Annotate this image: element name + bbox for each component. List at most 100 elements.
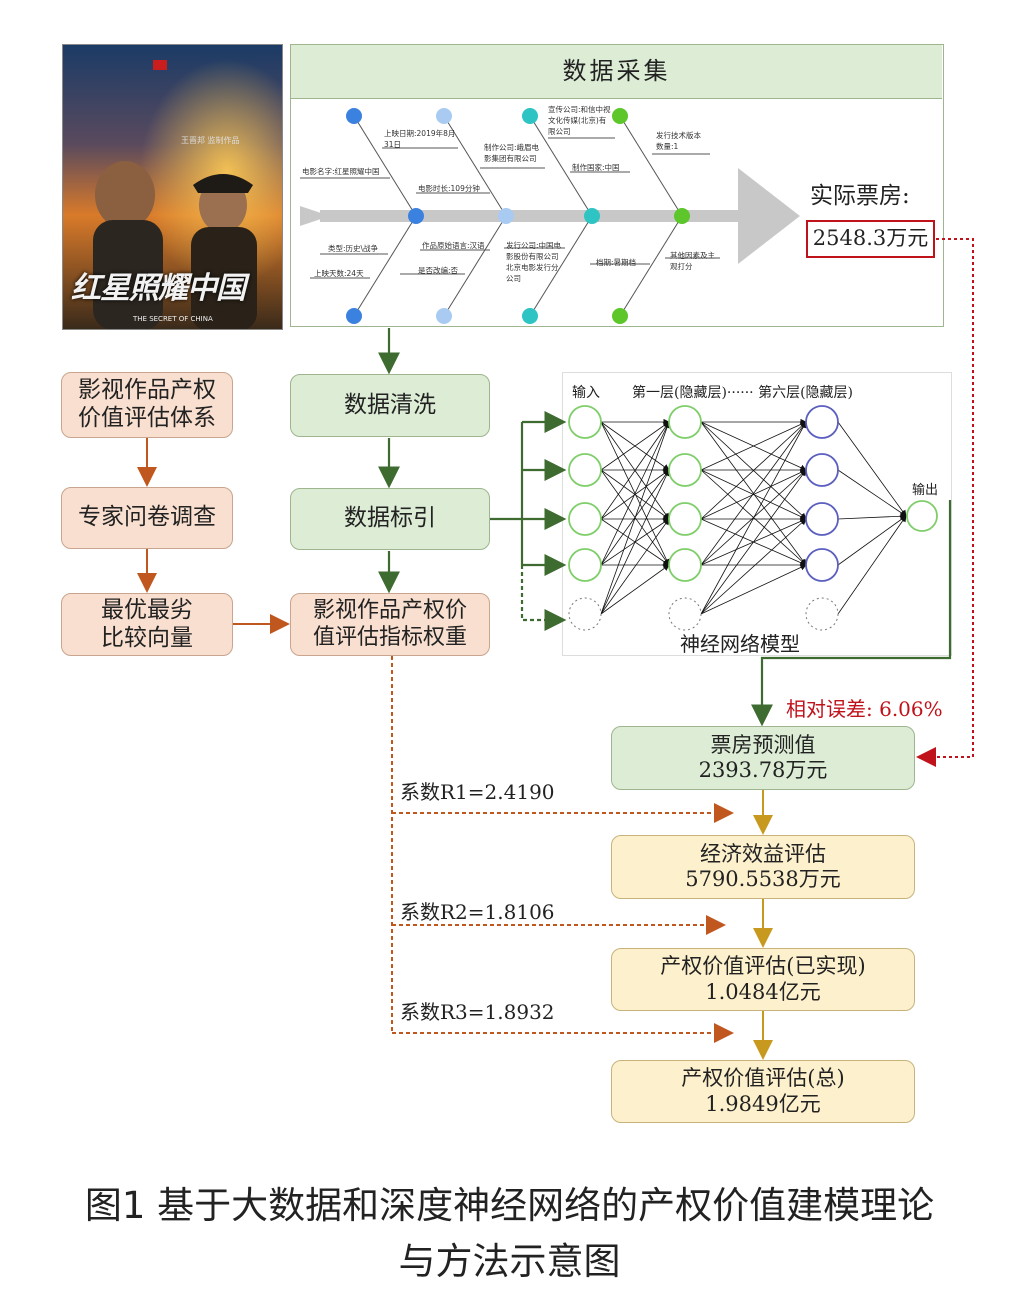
actual-box-office-value: 2548.3万元 <box>806 220 935 258</box>
node-green-mid <box>674 208 690 224</box>
figure-caption-line1: 图1 基于大数据和深度神经网络的产权价值建模理论 <box>84 1184 935 1227</box>
data-indexing-box: 数据标引 <box>290 488 490 550</box>
poster-title: 红星照耀中国 <box>71 271 246 306</box>
nn-edge <box>700 421 807 520</box>
node-lightblue-top <box>436 108 452 124</box>
nn-output-label: 输出 <box>912 483 939 498</box>
nn-edge <box>600 564 670 615</box>
nn-edge-output <box>837 513 907 520</box>
node-blue-top <box>346 108 362 124</box>
node-lightblue-bottom <box>436 308 452 324</box>
node-teal-top <box>522 108 538 124</box>
nn-node <box>805 405 839 439</box>
orange-arrows <box>137 438 734 1043</box>
nn-edge <box>700 469 807 615</box>
node-blue-bottom <box>346 308 362 324</box>
spine <box>320 210 740 222</box>
total-value-box: 产权价值评估(总) 1.9849亿元 <box>611 1060 915 1123</box>
nn-node <box>568 548 602 582</box>
data-cleaning-box: 数据清洗 <box>290 374 490 437</box>
figure-caption-line2: 与方法示意图 <box>398 1240 621 1283</box>
fishbone-label-13: 其他因素及主观打分 <box>670 251 715 271</box>
nn-edge-output <box>837 515 907 566</box>
nn-node <box>805 453 839 487</box>
nn-edge <box>700 421 807 566</box>
coefficient-r1: 系数R1=2.4190 <box>400 780 555 804</box>
nn-hidden-label: 第一层(隐藏层)······ 第六层(隐藏层) <box>632 385 853 401</box>
forecast-box: 票房预测值 2393.78万元 <box>611 726 915 790</box>
fishbone-label-2: 电影时长:109分钟 <box>418 184 480 193</box>
bones <box>300 115 720 317</box>
relative-error-label: 相对误差: 6.06% <box>786 697 943 721</box>
economic-evaluation-box: 经济效益评估 5790.5538万元 <box>611 835 915 899</box>
node-blue-mid <box>408 208 424 224</box>
nn-edge <box>600 518 670 615</box>
nn-node <box>668 453 702 487</box>
spine-tail <box>300 206 330 226</box>
nn-edge <box>700 421 807 615</box>
fishbone-label-6: 发行技术版本数量:1 <box>656 131 701 151</box>
node-teal-mid <box>584 208 600 224</box>
fishbone-label-9: 作品原始语言:汉语 <box>422 241 485 250</box>
nn-node <box>805 548 839 582</box>
coefficient-r3: 系数R3=1.8932 <box>400 1000 555 1024</box>
index-weight-box: 影视作品产权价 值评估指标权重 <box>290 593 490 656</box>
realized-value-box: 产权价值评估(已实现) 1.0484亿元 <box>611 948 915 1011</box>
nn-edge-output <box>837 469 907 517</box>
nn-node <box>568 502 602 536</box>
fishbone-label-3: 制作公司:峨眉电影集团有限公司 <box>484 143 540 163</box>
nn-edge <box>600 469 670 615</box>
nn-bias-node <box>805 597 839 631</box>
nn-connections <box>600 418 907 615</box>
nn-edge <box>600 469 670 520</box>
coefficient-r2: 系数R2=1.8106 <box>400 900 555 924</box>
nn-edge <box>700 469 807 520</box>
nn-node <box>668 502 702 536</box>
node-teal-bottom <box>522 308 538 324</box>
poster-artwork <box>63 45 282 329</box>
poster-subtitle: THE SECRET OF CHINA <box>133 315 213 323</box>
expert-survey-box: 专家问卷调查 <box>61 487 233 549</box>
nn-output-node <box>906 500 938 532</box>
fishbone-label-10: 是否改编:否 <box>418 266 459 275</box>
green-arrows <box>378 328 952 727</box>
fishbone-label-7: 类型:历史\战争 <box>328 244 379 253</box>
spine-head <box>738 168 800 264</box>
actual-box-office-label: 实际票房: <box>810 183 910 209</box>
nn-edge <box>700 518 807 615</box>
nn-node <box>805 502 839 536</box>
nn-edge <box>700 564 807 615</box>
nn-bias-node <box>668 597 702 631</box>
nn-edge <box>600 421 670 566</box>
node-green-top <box>612 108 628 124</box>
data-collection-panel: 数据采集 <box>290 44 944 327</box>
fishbone-label-12: 档期:暑期档 <box>596 258 637 267</box>
fishbone-label-5: 制作国家:中国 <box>572 163 620 172</box>
poster-producer: 王晋邦 监制作品 <box>181 136 240 145</box>
fishbone-label-8: 上映天数:24天 <box>314 269 364 278</box>
node-lightblue-mid <box>498 208 514 224</box>
nn-edge <box>600 421 670 471</box>
nn-edge <box>700 421 807 471</box>
nn-edge-output <box>837 515 907 615</box>
node-green-bottom <box>612 308 628 324</box>
evaluation-system-box: 影视作品产权 价值评估体系 <box>61 372 233 438</box>
nn-edge <box>600 421 671 615</box>
nn-nodes <box>568 405 938 631</box>
fishbone-label-0: 电影名字:红星照耀中国 <box>302 167 380 176</box>
data-collection-title: 数据采集 <box>291 45 942 99</box>
nn-model-label: 神经网络模型 <box>680 632 800 656</box>
nn-edge-output <box>837 421 907 517</box>
nn-node <box>668 405 702 439</box>
nn-edge <box>600 421 670 520</box>
fishbone-label-1: 上映日期:2019年8月31日 <box>384 129 456 149</box>
fishbone-diagram <box>300 108 800 324</box>
nn-input-label: 输入 <box>572 385 600 401</box>
nn-node <box>668 548 702 582</box>
fishbone-label-4: 宣传公司:和信中视文化传媒(北京)有限公司 <box>548 105 611 136</box>
nn-bias-node <box>568 597 602 631</box>
fishbone-label-11: 发行公司:中国电影股份有限公司北京电影发行分公司 <box>506 241 562 283</box>
nn-node <box>568 453 602 487</box>
best-worst-vector-box: 最优最劣 比较向量 <box>61 593 233 656</box>
